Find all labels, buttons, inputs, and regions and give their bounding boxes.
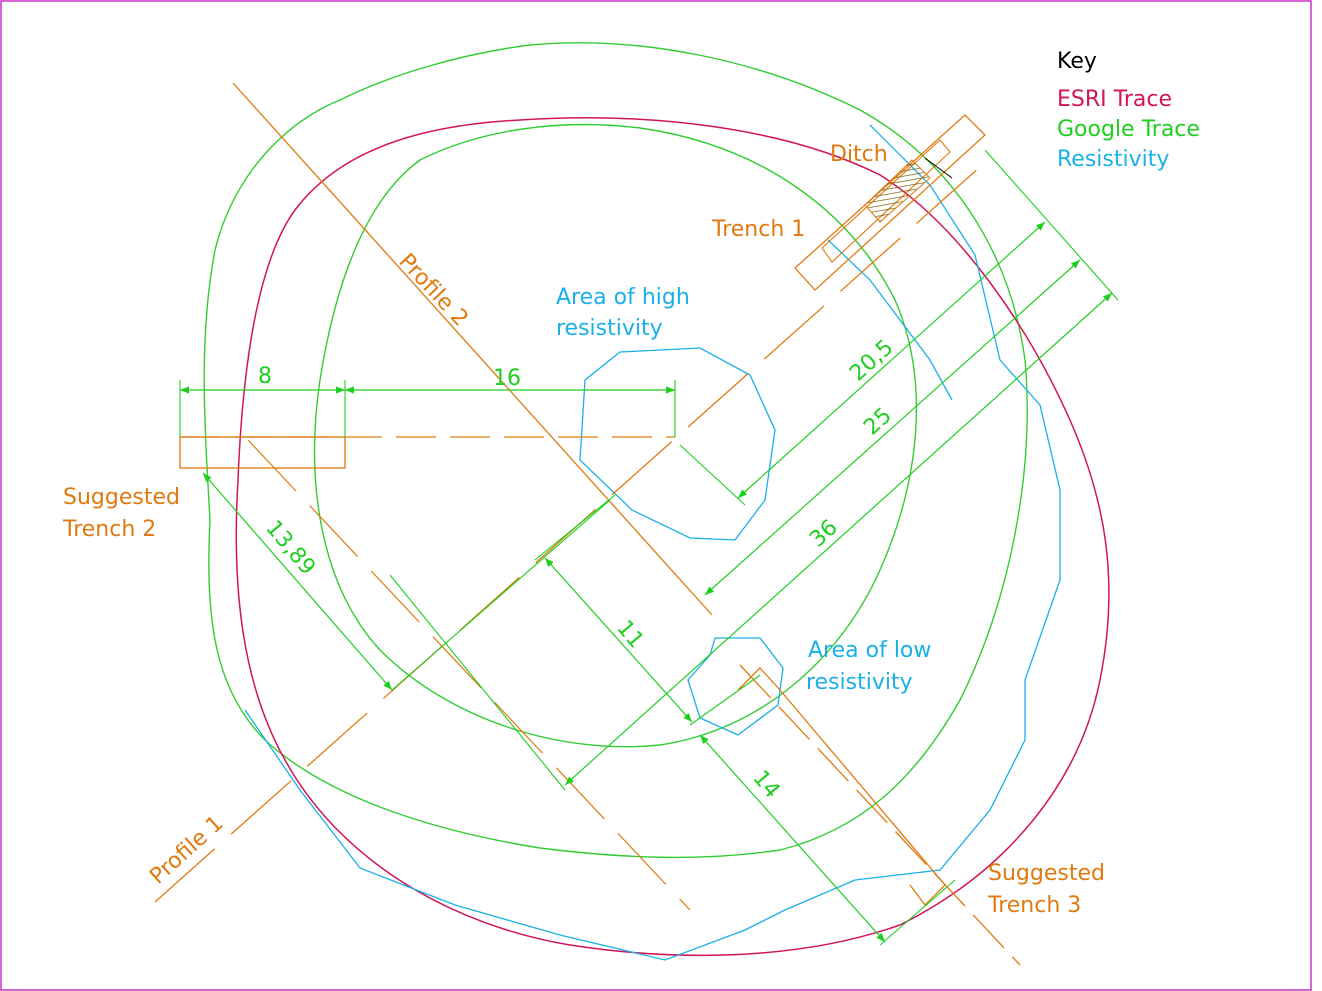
dim-20-5-ext — [679, 444, 746, 506]
resistivity-trace-segment — [827, 239, 953, 401]
dim-11-value: 11 — [611, 616, 648, 654]
dim-20-5-line — [737, 221, 1046, 499]
trench-3-line-2 — [248, 440, 770, 670]
dim-14-line — [699, 734, 886, 943]
dim-13-89-ext2 — [389, 574, 566, 791]
dim-11-ext2 — [689, 674, 761, 726]
dim-14-ext — [879, 879, 956, 946]
key-resistivity: Resistivity — [1057, 147, 1169, 172]
dim-16-value: 16 — [493, 366, 521, 391]
google-trace-outer — [203, 42, 1028, 859]
dim-8-value: 8 — [258, 364, 272, 389]
label-profile-2: Profile 2 — [394, 249, 473, 331]
dim-ext-t1 — [984, 149, 1119, 301]
dim-25-value: 25 — [859, 403, 897, 440]
esri-trace — [235, 117, 1110, 957]
trench-3-diag — [247, 439, 691, 911]
label-low-resistivity-2: resistivity — [806, 670, 913, 695]
trench-2-box — [179, 436, 346, 469]
low-resistivity-area — [687, 637, 784, 736]
dim-14-value: 14 — [747, 766, 784, 804]
dim-36-line — [564, 292, 1113, 786]
profile-2-line — [232, 82, 713, 616]
label-low-resistivity-1: Area of low — [808, 638, 931, 663]
label-ditch: Ditch — [830, 142, 888, 167]
dim-13-89-value: 13,89 — [260, 516, 320, 580]
high-resistivity-area — [579, 347, 776, 541]
label-profile-1: Profile 1 — [145, 811, 228, 889]
dim-13-89-ext — [391, 499, 611, 691]
dim-13-89-line — [202, 472, 393, 691]
key-google: Google Trace — [1057, 117, 1200, 142]
trench-3-line — [739, 664, 1021, 966]
key-esri: ESRI Trace — [1057, 87, 1172, 112]
ditch-edge — [924, 157, 953, 179]
label-trench-1: Trench 1 — [711, 217, 805, 242]
label-high-resistivity-2: resistivity — [556, 316, 663, 341]
label-trench-2-line1: Suggested — [63, 485, 180, 510]
dim-36-value: 36 — [805, 515, 843, 552]
key-title: Key — [1057, 49, 1097, 74]
dim-20-5-value: 20,5 — [845, 335, 898, 386]
resistivity-trace — [244, 124, 1061, 961]
label-high-resistivity-1: Area of high — [556, 285, 690, 310]
label-trench-2-line2: Trench 2 — [62, 517, 156, 542]
dim-11-line — [544, 557, 693, 723]
label-trench-3-line1: Suggested — [988, 861, 1105, 886]
label-trench-3-line2: Trench 3 — [987, 893, 1081, 918]
dim-11-ext — [534, 494, 616, 561]
ditch-hatch — [864, 159, 931, 223]
